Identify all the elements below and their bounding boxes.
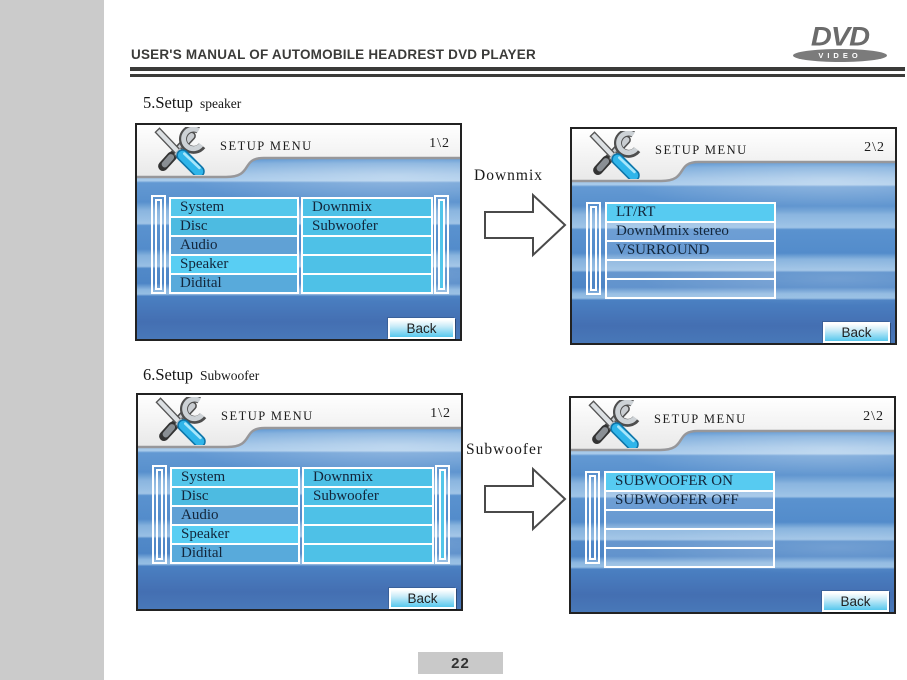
- flow-label-subwoofer: Subwoofer: [466, 441, 544, 458]
- setup-menu-screen-speaker: SETUP MENU 1\2 System Disc Audio Speaker…: [135, 123, 462, 341]
- scrollbar-left[interactable]: [586, 202, 601, 295]
- menu-item-empty[interactable]: [302, 543, 434, 564]
- menu-item-empty[interactable]: [301, 273, 433, 294]
- category-list: System Disc Audio Speaker Didital: [170, 467, 300, 564]
- setup-tools-icon: [152, 127, 206, 175]
- menu-item-empty[interactable]: [302, 505, 434, 526]
- dvd-video-logo: DVD VIDEO: [790, 22, 890, 62]
- setup-menu-title: SETUP MENU: [654, 412, 747, 426]
- menu-item-speaker-selected[interactable]: Speaker: [170, 524, 300, 545]
- page-indicator: 2\2: [863, 409, 884, 424]
- menu-item-empty[interactable]: [302, 524, 434, 545]
- header-rule-bottom: [130, 74, 905, 77]
- menu-item-disc[interactable]: Disc: [169, 216, 299, 237]
- page-indicator: 2\2: [864, 140, 885, 155]
- scrollbar-left[interactable]: [585, 471, 600, 564]
- option-list: Downmix Subwoofer: [302, 467, 434, 564]
- scrollbar-right[interactable]: [434, 195, 449, 294]
- menu-item-downmix-stereo[interactable]: DownMmix stereo: [605, 221, 776, 242]
- section-6-heading-number: 6.Setup: [143, 365, 193, 384]
- menu-item-audio[interactable]: Audio: [170, 505, 300, 526]
- menu-item-empty[interactable]: [301, 235, 433, 256]
- dvd-logo-video-text: VIDEO: [818, 50, 862, 60]
- menu-item-empty[interactable]: [301, 254, 433, 275]
- back-button[interactable]: Back: [389, 588, 456, 609]
- scrollbar-track[interactable]: [156, 469, 163, 560]
- flow-label-downmix: Downmix: [474, 167, 543, 184]
- menu-item-audio[interactable]: Audio: [169, 235, 299, 256]
- menu-item-system[interactable]: System: [170, 467, 300, 488]
- page-number-box: 22: [418, 652, 503, 674]
- menu-item-empty[interactable]: [605, 259, 776, 280]
- page-margin-bar: [0, 0, 104, 680]
- section-5-heading-number: 5.Setup: [143, 93, 193, 112]
- scrollbar-left[interactable]: [152, 465, 167, 564]
- page-indicator: 1\2: [429, 136, 450, 151]
- header-rule-top: [130, 67, 905, 71]
- menu-item-ltrt-selected[interactable]: LT/RT: [605, 202, 776, 223]
- setup-tools-icon: [587, 131, 641, 179]
- option-list: Downmix Subwoofer: [301, 197, 433, 294]
- setup-menu-screen-subwoofer-options: SETUP MENU 2\2 SUBWOOFER ON SUBWOOFER OF…: [569, 396, 896, 614]
- option-list: SUBWOOFER ON SUBWOOFER OFF: [604, 471, 775, 568]
- category-list: System Disc Audio Speaker Didital: [169, 197, 299, 294]
- setup-menu-screen-downmix: SETUP MENU 2\2 LT/RT DownMmix stereo VSU…: [570, 127, 897, 345]
- setup-tools-icon: [586, 400, 640, 448]
- flow-arrow-icon: [484, 194, 566, 256]
- menu-item-speaker-selected[interactable]: Speaker: [169, 254, 299, 275]
- menu-item-didital[interactable]: Didital: [169, 273, 299, 294]
- menu-item-empty[interactable]: [604, 528, 775, 549]
- setup-menu-title: SETUP MENU: [220, 139, 313, 153]
- section-6-heading: 6.Setup Subwoofer: [143, 365, 259, 385]
- menu-item-subwoofer[interactable]: Subwoofer: [302, 486, 434, 507]
- menu-item-empty[interactable]: [605, 278, 776, 299]
- setup-menu-title: SETUP MENU: [221, 409, 314, 423]
- option-list: LT/RT DownMmix stereo VSURROUND: [605, 202, 776, 299]
- section-5-heading: 5.Setup speaker: [143, 93, 241, 113]
- menu-item-subwoofer[interactable]: Subwoofer: [301, 216, 433, 237]
- section-5-heading-topic: speaker: [199, 96, 242, 111]
- page-number: 22: [451, 654, 470, 672]
- menu-item-downmix[interactable]: Downmix: [301, 197, 433, 218]
- back-button[interactable]: Back: [822, 591, 889, 612]
- menu-item-empty[interactable]: [604, 547, 775, 568]
- scrollbar-thumb[interactable]: [439, 469, 446, 560]
- menu-item-didital[interactable]: Didital: [170, 543, 300, 564]
- menu-item-subwoofer-off[interactable]: SUBWOOFER OFF: [604, 490, 775, 511]
- dvd-logo-ellipse: VIDEO: [793, 49, 887, 62]
- menu-item-system[interactable]: System: [169, 197, 299, 218]
- scrollbar-left[interactable]: [151, 195, 166, 294]
- menu-item-downmix[interactable]: Downmix: [302, 467, 434, 488]
- scrollbar-track[interactable]: [155, 199, 162, 290]
- setup-menu-screen-subwoofer-entry: SETUP MENU 1\2 System Disc Audio Speaker…: [136, 393, 463, 611]
- scrollbar-thumb[interactable]: [438, 199, 445, 290]
- menu-item-vsurround[interactable]: VSURROUND: [605, 240, 776, 261]
- scrollbar-track[interactable]: [590, 206, 597, 291]
- manual-title: USER'S MANUAL OF AUTOMOBILE HEADREST DVD…: [131, 47, 536, 62]
- dvd-logo-text: DVD: [810, 22, 870, 52]
- back-button[interactable]: Back: [388, 318, 455, 339]
- back-button[interactable]: Back: [823, 322, 890, 343]
- setup-tools-icon: [153, 397, 207, 445]
- menu-item-disc[interactable]: Disc: [170, 486, 300, 507]
- scrollbar-track[interactable]: [589, 475, 596, 560]
- flow-arrow-icon: [484, 468, 566, 530]
- menu-item-subwoofer-on-selected[interactable]: SUBWOOFER ON: [604, 471, 775, 492]
- menu-item-empty[interactable]: [604, 509, 775, 530]
- scrollbar-right[interactable]: [435, 465, 450, 564]
- page-indicator: 1\2: [430, 406, 451, 421]
- setup-menu-title: SETUP MENU: [655, 143, 748, 157]
- section-6-heading-topic: Subwoofer: [199, 368, 260, 383]
